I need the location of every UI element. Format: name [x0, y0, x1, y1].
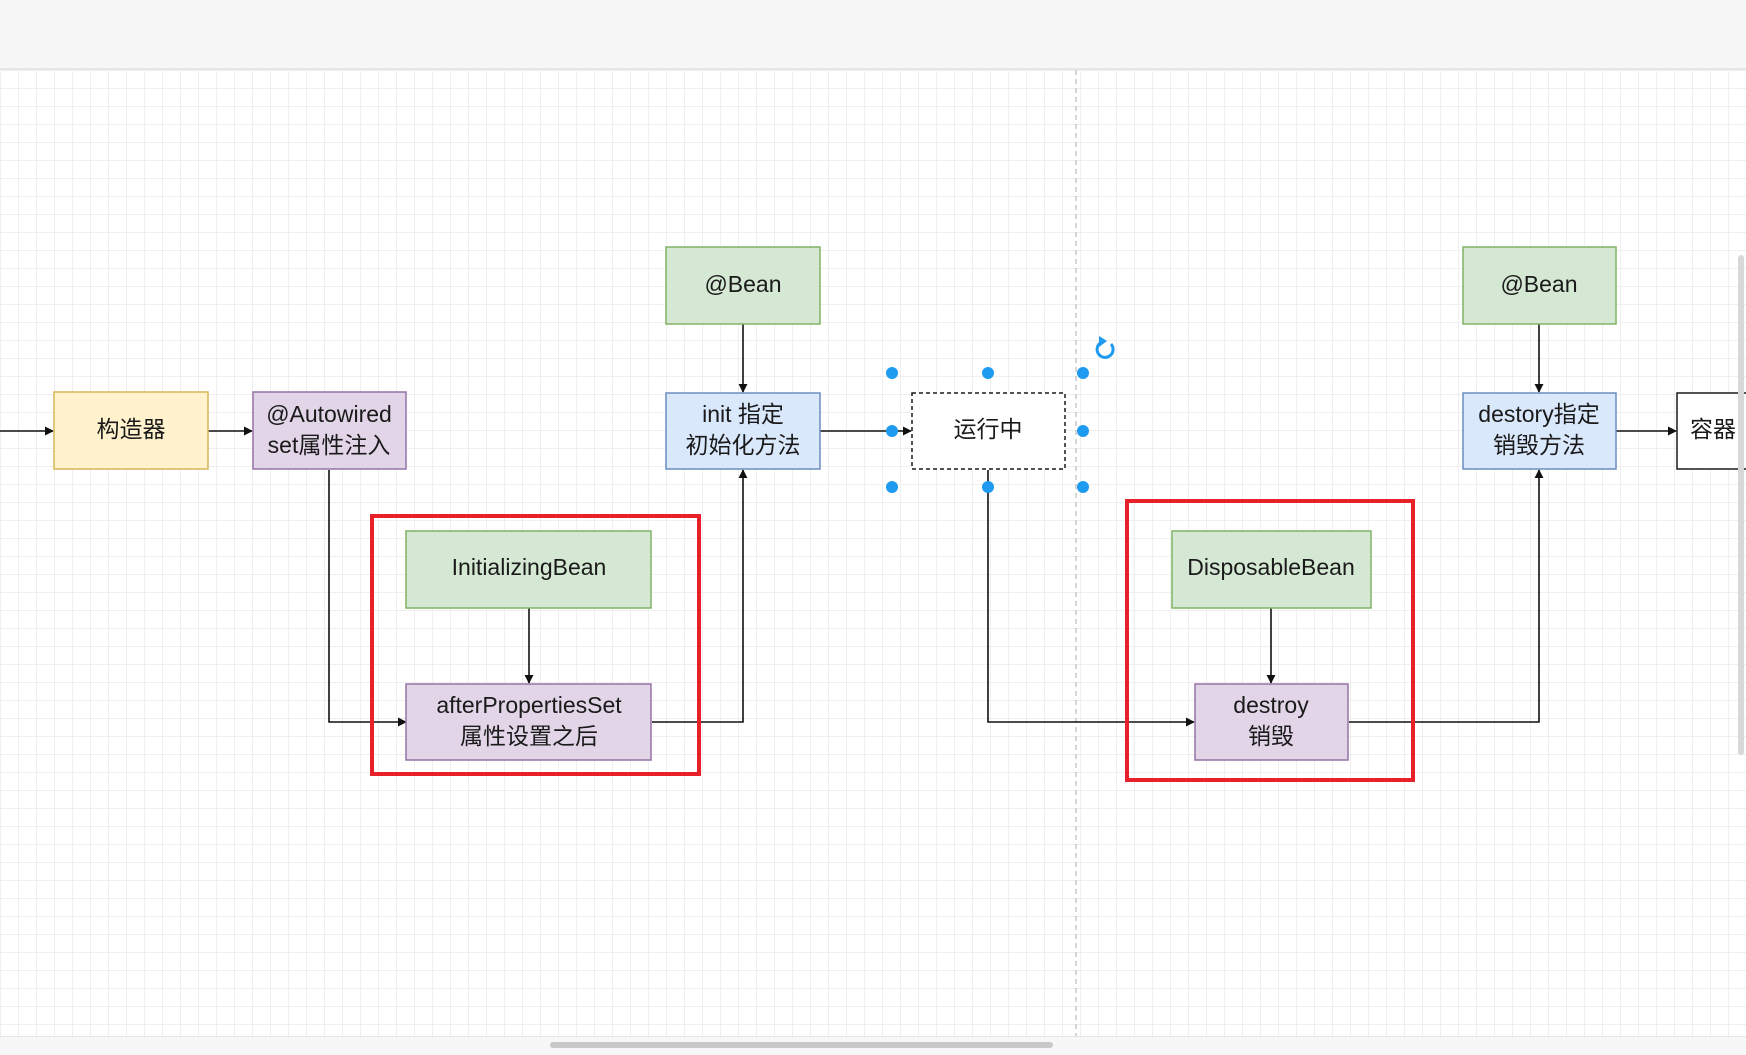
node-running[interactable]: 运行中	[911, 392, 1066, 470]
node-destroy-line1: destroy	[1233, 692, 1309, 718]
node-initializingbean-label: InitializingBean	[452, 554, 607, 580]
resize-handle-sw[interactable]	[886, 481, 898, 493]
vertical-scroll-thumb[interactable]	[1738, 255, 1744, 755]
edge-destroy-to-destory-method[interactable]	[1349, 469, 1544, 723]
node-bean-destroy[interactable]: @Bean	[1462, 246, 1617, 325]
rotate-handle-icon[interactable]	[1095, 336, 1115, 359]
node-constructor[interactable]: 构造器	[53, 391, 209, 470]
edge-autowired-to-afterpropertiesset[interactable]	[328, 470, 407, 727]
node-init-method-line2: 初始化方法	[686, 432, 801, 458]
node-disposablebean[interactable]: DisposableBean	[1171, 530, 1372, 609]
edge-afterpropertiesset-to-init[interactable]	[652, 469, 748, 723]
node-bean-init[interactable]: @Bean	[665, 246, 821, 325]
node-disposablebean-label: DisposableBean	[1187, 554, 1355, 580]
node-initializingbean[interactable]: InitializingBean	[405, 530, 652, 609]
node-destory-method-line2: 销毁方法	[1493, 432, 1585, 458]
node-container[interactable]: 容器	[1676, 392, 1746, 470]
resize-handle-w[interactable]	[886, 425, 898, 437]
node-autowired[interactable]: @Autowired set属性注入	[252, 391, 407, 470]
resize-handle-s[interactable]	[982, 481, 994, 493]
node-destroy[interactable]: destroy 销毁	[1194, 683, 1349, 761]
node-running-label: 运行中	[954, 416, 1023, 442]
selection-handles[interactable]	[886, 367, 1089, 493]
highlight-box-initialization	[370, 514, 701, 776]
resize-handle-se[interactable]	[1077, 481, 1089, 493]
diagram-canvas[interactable]: 构造器 @Autowired set属性注入 InitializingBean …	[0, 70, 1746, 1036]
edge-running-to-destroy[interactable]	[987, 470, 1195, 727]
node-autowired-line1: @Autowired	[266, 401, 392, 427]
toolbar-area	[0, 0, 1746, 70]
node-autowired-line2: set属性注入	[268, 432, 391, 458]
node-afterpropertiesset-line1: afterPropertiesSet	[436, 692, 622, 718]
flow-diagram: 构造器 @Autowired set属性注入 InitializingBean …	[0, 70, 1746, 1036]
resize-handle-n[interactable]	[982, 367, 994, 379]
node-init-method-line1: init 指定	[702, 401, 784, 427]
highlight-box-destruction	[1125, 499, 1415, 782]
node-constructor-label: 构造器	[97, 416, 166, 442]
node-bean-destroy-label: @Bean	[1500, 271, 1577, 297]
node-init-method[interactable]: init 指定 初始化方法	[665, 392, 821, 470]
node-afterpropertiesset[interactable]: afterPropertiesSet 属性设置之后	[405, 683, 652, 761]
node-destroy-line2: 销毁	[1248, 723, 1294, 749]
node-destory-method[interactable]: destory指定 销毁方法	[1462, 392, 1617, 470]
horizontal-scroll-thumb[interactable]	[550, 1042, 1053, 1048]
node-afterpropertiesset-line2: 属性设置之后	[460, 723, 598, 749]
node-container-label: 容器	[1690, 416, 1736, 442]
horizontal-scrollbar[interactable]	[0, 1036, 1746, 1055]
resize-handle-e[interactable]	[1077, 425, 1089, 437]
resize-handle-nw[interactable]	[886, 367, 898, 379]
node-destory-method-line1: destory指定	[1478, 401, 1599, 427]
node-bean-init-label: @Bean	[704, 271, 781, 297]
resize-handle-ne[interactable]	[1077, 367, 1089, 379]
